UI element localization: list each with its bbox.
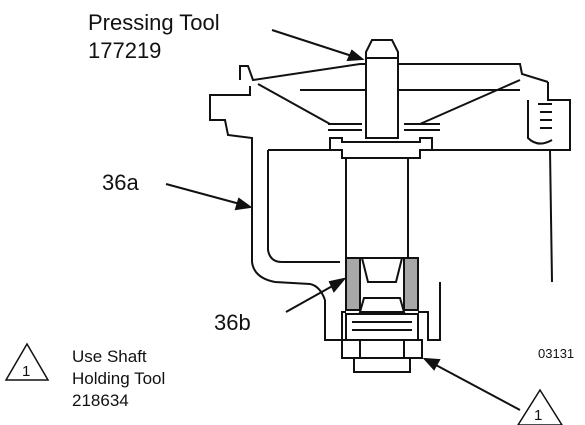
note-line-3: 218634 <box>72 391 129 410</box>
shaft-collar <box>329 137 433 259</box>
note-line-1: Use Shaft <box>72 347 147 366</box>
leader-arrows <box>165 29 521 411</box>
part-36a-label: 36a <box>102 170 139 195</box>
note-line-2: Holding Tool <box>72 369 165 388</box>
note-triangle: 1 <box>4 342 50 381</box>
pressing-tool-number: 177219 <box>88 38 161 63</box>
part-36b-label: 36b <box>214 310 251 335</box>
lower-housing <box>324 282 441 373</box>
figure-code: 03131 <box>538 346 574 361</box>
pressing-tool-shaft <box>365 39 399 139</box>
seal-36b <box>345 257 419 311</box>
note-number: 1 <box>22 363 30 380</box>
pressing-tool-label: Pressing Tool <box>88 10 220 35</box>
callout-number: 1 <box>534 407 542 424</box>
callout-triangle: 1 <box>517 388 563 425</box>
